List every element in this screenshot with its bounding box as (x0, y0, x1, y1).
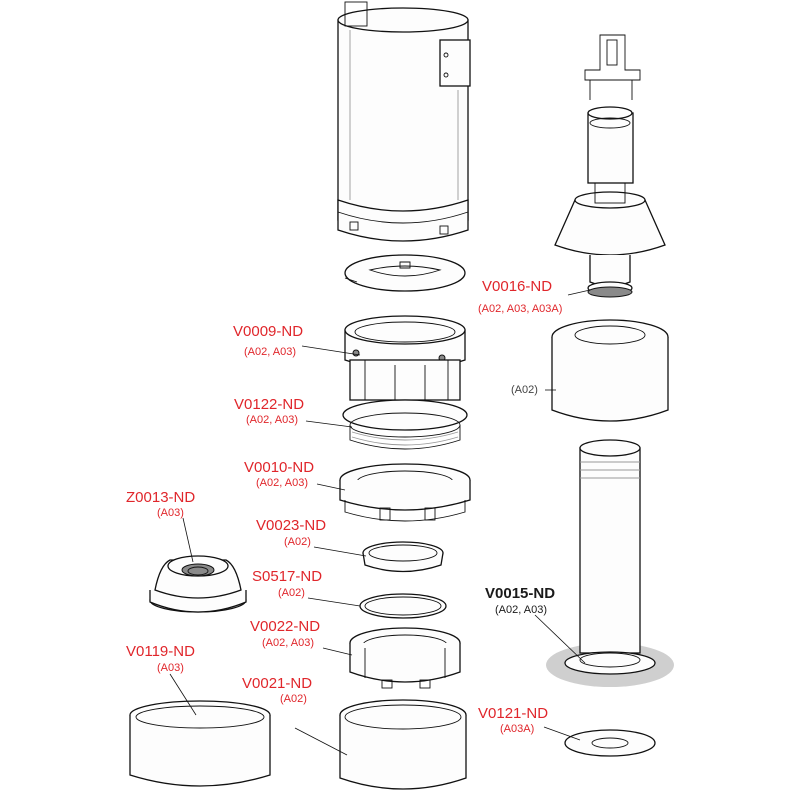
label-code: V0016-ND (482, 278, 552, 295)
label-sub: (A02, A03) (246, 414, 298, 426)
part-z0013 (149, 555, 247, 613)
label-code: V0122-ND (234, 396, 304, 413)
label-code: V0021-ND (242, 675, 312, 692)
label-a02-cap: (A02) (511, 384, 538, 396)
label-sub: (A02, A03) (256, 477, 308, 489)
part-v0119 (129, 700, 271, 787)
label-sub: (A02, A03) (244, 346, 296, 358)
label-sub: (A02, A03, A03A) (478, 303, 562, 315)
part-v0016 (554, 34, 666, 298)
label-sub: (A02, A03) (262, 637, 314, 649)
label-sub: (A03) (157, 507, 184, 519)
label-v0009: V0009-ND (A02, A03) (233, 323, 303, 358)
label-v0121: V0121-ND (A03A) (478, 705, 548, 735)
label-code: V0015-ND (485, 585, 555, 602)
label-v0022: V0022-ND (A02, A03) (250, 618, 320, 649)
label-sub: (A02) (284, 536, 311, 548)
top-disc (344, 254, 466, 292)
label-code: Z0013-ND (126, 489, 195, 506)
label-code: V0119-ND (126, 643, 195, 660)
float-cylinder (337, 1, 471, 242)
label-v0010: V0010-ND (A02, A03) (244, 459, 314, 489)
label-code: V0022-ND (250, 618, 320, 635)
label-code: V0121-ND (478, 705, 548, 722)
label-v0023: V0023-ND (A02) (256, 517, 326, 548)
label-code: S0517-ND (252, 568, 322, 585)
label-s0517: S0517-ND (A02) (252, 568, 322, 599)
label-code: V0023-ND (256, 517, 326, 534)
label-code: V0009-ND (233, 323, 303, 340)
label-code: V0010-ND (244, 459, 314, 476)
part-s0517 (359, 593, 447, 619)
label-v0021: V0021-ND (A02) (242, 675, 312, 705)
label-v0016: V0016-ND (A02, A03, A03A) (478, 278, 562, 315)
part-v0023 (362, 541, 444, 573)
label-sub: (A03) (157, 662, 184, 674)
label-v0119: V0119-ND (A03) (126, 643, 195, 674)
label-sub: (A02) (280, 693, 307, 705)
label-sub: (A02, A03) (495, 604, 547, 616)
label-v0122: V0122-ND (A02, A03) (234, 396, 304, 426)
label-v0015: V0015-ND (A02, A03) (485, 585, 555, 616)
part-v0121 (564, 729, 656, 757)
label-sub: (A02) (278, 587, 305, 599)
label-z0013: Z0013-ND (A03) (126, 489, 195, 519)
part-v0122 (342, 359, 468, 450)
cap-a02 (551, 319, 669, 422)
part-v0010 (339, 463, 471, 522)
part-v0021 (339, 699, 467, 790)
label-sub: (A03A) (500, 723, 534, 735)
leader-lines (169, 289, 591, 756)
part-v0022 (349, 627, 461, 689)
part-v0015 (546, 439, 674, 687)
